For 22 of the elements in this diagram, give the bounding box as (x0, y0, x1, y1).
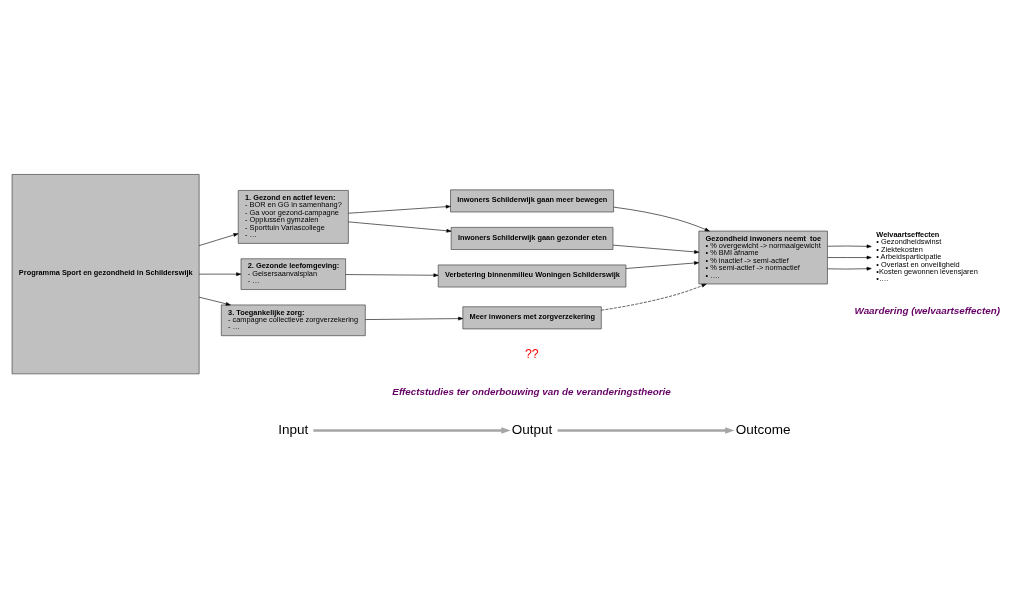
arrow (827, 255, 872, 259)
arrow (612, 244, 700, 254)
arrow (365, 316, 464, 320)
arrow (345, 272, 439, 277)
arrow (827, 244, 872, 248)
arrow (625, 260, 700, 269)
arrow (348, 221, 452, 233)
arrow (827, 266, 872, 271)
arrow (613, 206, 710, 231)
arrow (198, 271, 242, 276)
arrow (198, 232, 239, 246)
arrow (198, 296, 231, 306)
arrow (348, 204, 451, 214)
label: ?? (525, 346, 539, 361)
node-text: Input (278, 421, 309, 437)
arrow (313, 426, 511, 434)
node-text: Output (511, 421, 553, 437)
label: Effectstudies ter onderbouwing van de veranderingstheorie (392, 385, 671, 397)
label: Waardering (welvaartseffecten) (854, 304, 1001, 316)
node-text: Outcome (735, 421, 791, 437)
arrow (557, 426, 735, 434)
arrow (601, 283, 707, 310)
